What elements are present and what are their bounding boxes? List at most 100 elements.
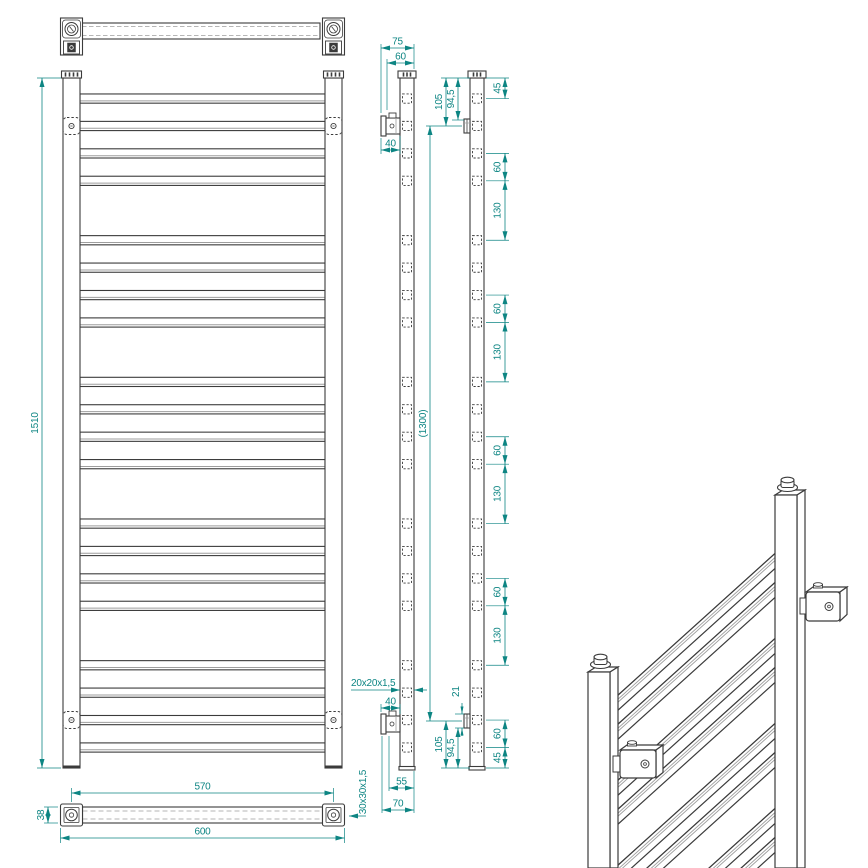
rung — [79, 660, 326, 671]
rung — [79, 317, 326, 328]
rung-section — [402, 459, 412, 470]
rung-section — [472, 545, 482, 557]
rung-section — [472, 518, 482, 529]
bracket-body — [385, 715, 401, 733]
rung-section — [402, 545, 412, 557]
dim-bracket-bottom-offset: 105 — [434, 736, 445, 753]
rung-section — [472, 573, 482, 584]
rung-section — [472, 459, 482, 470]
dim-spacing: 130 — [493, 485, 504, 502]
rung-section — [472, 660, 482, 671]
dim-spacing: 45 — [493, 82, 504, 93]
rung-section — [472, 404, 482, 415]
cap-plug — [64, 22, 79, 36]
post-foot — [468, 765, 486, 771]
rung — [79, 545, 326, 557]
top-view — [59, 17, 346, 56]
rung-section — [472, 262, 482, 273]
mount-point — [324, 117, 343, 135]
dim-spacing: 60 — [493, 444, 504, 455]
dim-bracket-plate-offset-bottom: 94,5 — [446, 738, 457, 757]
mount-point — [62, 117, 81, 135]
rung — [79, 120, 326, 132]
rung-section — [402, 376, 412, 387]
dim-depth-overall: 75 — [392, 37, 403, 48]
cross-bar — [81, 806, 324, 824]
rung-section — [402, 431, 412, 442]
cap — [322, 70, 345, 79]
rung-section — [472, 687, 482, 698]
iso-wall-bracket — [619, 749, 657, 779]
rung — [79, 262, 326, 273]
dim-depth-overall-bottom: 70 — [393, 799, 404, 810]
bracket-wall-plate — [380, 713, 387, 735]
iso-bracket-stub — [612, 755, 621, 773]
dim-depth-inner: 55 — [396, 777, 407, 788]
dim-bracket-height: 21 — [451, 686, 462, 697]
rung-section — [402, 175, 412, 186]
bracket-screw — [388, 710, 397, 717]
rung-section — [472, 431, 482, 442]
rung-section — [402, 573, 412, 584]
rung-section — [402, 290, 412, 301]
rung — [79, 175, 326, 186]
rung — [79, 289, 326, 301]
iso-right-post — [774, 494, 798, 868]
rung-section — [472, 600, 482, 611]
rung-section — [472, 376, 482, 387]
bracket-screw — [388, 112, 397, 119]
rung-section — [472, 148, 482, 159]
dim-spacing: 130 — [493, 202, 504, 219]
cap — [60, 70, 83, 79]
rung — [79, 376, 326, 388]
right-post — [324, 77, 343, 769]
rung-section — [402, 687, 412, 698]
bracket-bolt — [67, 42, 76, 53]
dim-spacing: 60 — [493, 161, 504, 172]
rung-section — [402, 600, 412, 611]
dim-spacing: 60 — [493, 586, 504, 597]
bracket-wall-plate — [380, 115, 387, 137]
rung — [79, 404, 326, 415]
dim-spacing: 60 — [493, 303, 504, 314]
isometric-view — [585, 476, 849, 868]
rung-section — [402, 148, 412, 159]
rung — [79, 573, 326, 584]
iso-bracket-side — [839, 585, 848, 623]
rung-section — [472, 93, 482, 104]
top-rail — [81, 22, 321, 40]
rung — [79, 431, 326, 442]
rung — [79, 459, 326, 470]
iso-left-post — [587, 671, 611, 868]
rung — [79, 687, 326, 698]
rung — [79, 742, 326, 753]
rung-section — [402, 660, 412, 671]
dim-bracket-top-offset: 105 — [434, 93, 445, 110]
mount-point — [62, 711, 81, 729]
rung-section — [472, 742, 482, 753]
iso-bracket-side — [655, 743, 664, 780]
dim-spacing: 45 — [493, 752, 504, 763]
post-foot — [398, 765, 416, 771]
rung-section — [472, 715, 482, 726]
dim-depth-cap: 60 — [395, 52, 406, 63]
dim-bracket-top: 40 — [385, 139, 396, 150]
rung-section — [402, 93, 412, 104]
rung-section — [402, 715, 412, 726]
rung-section — [402, 518, 412, 529]
rung-section — [472, 175, 482, 186]
rung-section — [472, 120, 482, 132]
rung — [79, 148, 326, 159]
cap-plug — [326, 22, 341, 36]
mount-point — [324, 711, 343, 729]
rung-section — [402, 262, 412, 273]
rung — [79, 518, 326, 529]
dim-spacing: 60 — [493, 728, 504, 739]
rung-section — [402, 404, 412, 415]
dim-bracket-bottom: 40 — [385, 697, 396, 708]
dim-rail-span: 570 — [194, 782, 211, 793]
label-post-profile: 30x30x1,5 — [358, 769, 369, 814]
front-view: 1510 — [30, 70, 345, 769]
